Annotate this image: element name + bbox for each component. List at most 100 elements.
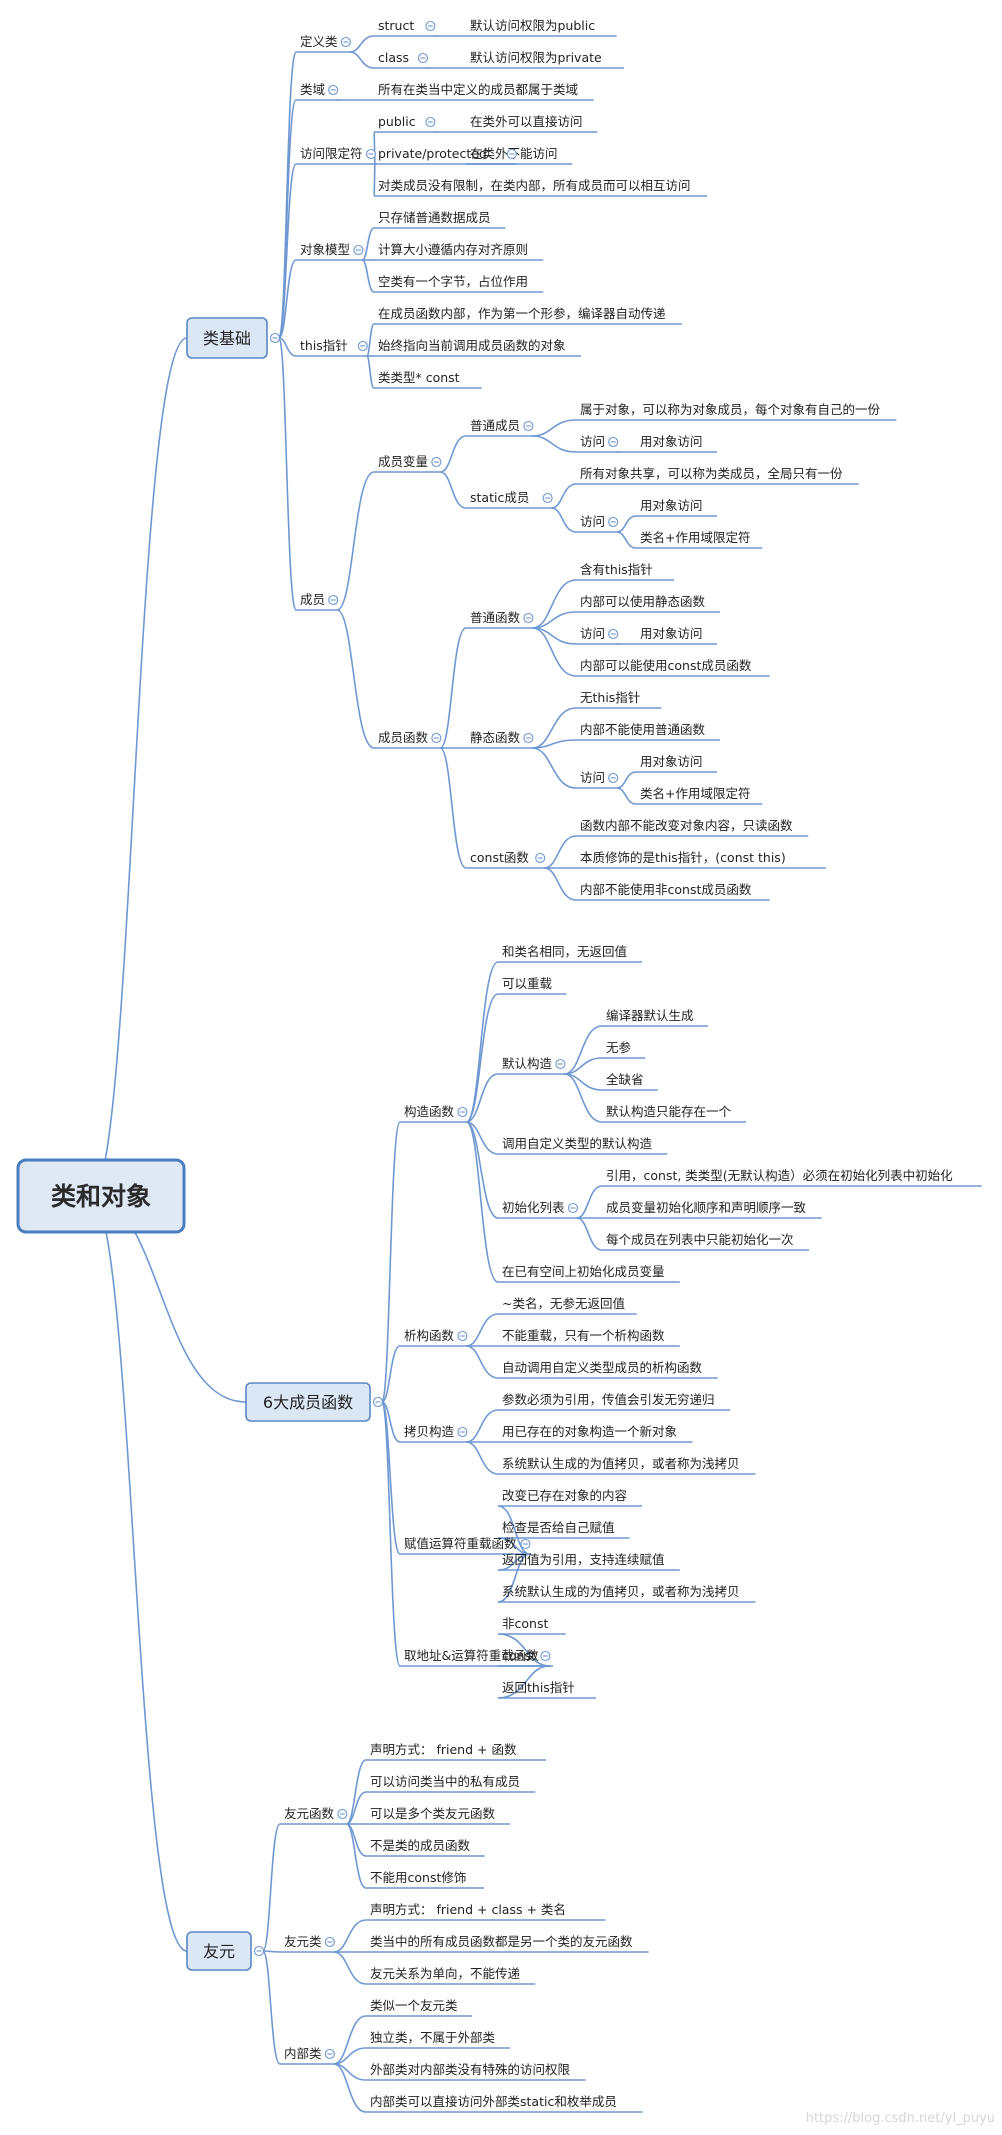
topic-node[interactable]: public <box>378 114 416 129</box>
topic-node[interactable]: 构造函数 <box>404 1104 455 1119</box>
collapse-toggle-icon[interactable] <box>324 2048 335 2060</box>
section-topic-1[interactable]: 6大成员函数 <box>245 1382 371 1422</box>
collapse-toggle-icon[interactable] <box>608 772 619 784</box>
collapse-toggle-icon[interactable] <box>523 612 534 624</box>
collapse-toggle-icon[interactable] <box>425 20 436 32</box>
topic-node[interactable]: 友元函数 <box>284 1806 335 1821</box>
collapse-toggle-icon[interactable] <box>542 492 553 504</box>
topic-node[interactable]: 普通函数 <box>470 610 521 625</box>
topic-node[interactable]: 调用自定义类型的默认构造 <box>502 1136 653 1151</box>
topic-node[interactable]: private/protected <box>378 146 487 161</box>
topic-node[interactable]: 用对象访问 <box>640 434 703 449</box>
topic-node[interactable]: 声明方式： friend + class + 类名 <box>370 1902 566 1917</box>
topic-node[interactable]: 对象模型 <box>300 242 350 257</box>
section-topic-2[interactable]: 友元 <box>186 1931 252 1971</box>
topic-node[interactable]: 声明方式： friend + 函数 <box>370 1742 517 1757</box>
topic-node[interactable]: const函数 <box>470 850 529 865</box>
topic-node[interactable]: 默认访问权限为private <box>470 50 602 65</box>
topic-node[interactable]: 每个成员在列表中只能初始化一次 <box>606 1232 794 1247</box>
topic-node[interactable]: 全缺省 <box>606 1072 644 1087</box>
collapse-toggle-icon[interactable] <box>328 594 339 606</box>
collapse-toggle-icon[interactable] <box>357 340 368 352</box>
topic-node[interactable]: 内部不能使用普通函数 <box>580 722 706 737</box>
topic-node[interactable]: 成员变量初始化顺序和声明顺序一致 <box>606 1200 807 1215</box>
collapse-toggle-icon[interactable] <box>417 52 429 64</box>
topic-node[interactable]: 在类外可以直接访问 <box>470 114 583 129</box>
topic-node[interactable]: 含有this指针 <box>580 562 653 577</box>
topic-node[interactable]: 返回值为引用，支持连续赋值 <box>502 1552 665 1567</box>
topic-node[interactable]: 赋值运算符重载函数 <box>404 1536 517 1551</box>
topic-node[interactable]: ~类名，无参无返回值 <box>502 1296 625 1311</box>
topic-node[interactable]: 类名+作用域限定符 <box>640 786 750 801</box>
topic-node[interactable]: static成员 <box>470 490 529 505</box>
collapse-toggle-icon[interactable] <box>431 456 442 468</box>
collapse-toggle-icon[interactable] <box>457 1426 468 1438</box>
collapse-toggle-icon[interactable] <box>523 732 534 744</box>
topic-node[interactable]: 独立类，不属于外部类 <box>370 2030 496 2045</box>
topic-node[interactable]: 属于对象，可以称为对象成员，每个对象有自己的一份 <box>580 402 881 417</box>
collapse-toggle-icon[interactable] <box>608 516 619 528</box>
topic-node[interactable]: 类类型* const <box>378 370 460 385</box>
topic-node[interactable]: 在成员函数内部，作为第一个形参，编译器自动传递 <box>378 306 666 321</box>
topic-node[interactable]: 始终指向当前调用成员函数的对象 <box>378 338 566 353</box>
collapse-toggle-icon[interactable] <box>540 1650 551 1662</box>
topic-node[interactable]: 可以重载 <box>502 976 553 991</box>
topic-node[interactable]: 内部不能使用非const成员函数 <box>580 882 752 897</box>
topic-node[interactable]: 友元关系为单向，不能传递 <box>370 1966 521 1981</box>
topic-node[interactable]: 用对象访问 <box>640 498 703 513</box>
topic-node[interactable]: 默认访问权限为public <box>470 18 595 33</box>
topic-node[interactable]: 静态函数 <box>470 730 521 745</box>
collapse-toggle-icon[interactable] <box>324 1936 335 1948</box>
collapse-toggle-icon[interactable] <box>340 36 351 48</box>
topic-node[interactable]: 类域 <box>300 82 325 97</box>
collapse-toggle-icon[interactable] <box>523 420 534 432</box>
topic-node[interactable]: 类似一个友元类 <box>370 1998 458 2013</box>
topic-node[interactable]: 可以访问类当中的私有成员 <box>370 1774 520 1789</box>
topic-node[interactable]: 默认构造 <box>502 1056 553 1071</box>
collapse-toggle-icon[interactable] <box>365 148 377 160</box>
topic-node[interactable]: 访问 <box>580 434 605 449</box>
collapse-toggle-icon[interactable] <box>253 1945 265 1957</box>
collapse-toggle-icon[interactable] <box>608 436 619 448</box>
topic-node[interactable]: 成员 <box>300 592 325 607</box>
topic-node[interactable]: 访问 <box>580 514 605 529</box>
topic-node[interactable]: 普通成员 <box>470 418 520 433</box>
topic-node[interactable]: 用对象访问 <box>640 626 703 641</box>
topic-node[interactable]: 不能用const修饰 <box>370 1870 466 1885</box>
collapse-toggle-icon[interactable] <box>353 244 364 256</box>
topic-node[interactable]: 计算大小遵循内存对齐原则 <box>378 242 528 257</box>
root-topic[interactable]: 类和对象 <box>16 1158 186 1234</box>
section-topic-0[interactable]: 类基础 <box>186 317 268 359</box>
topic-node[interactable]: 返回this指针 <box>502 1680 575 1695</box>
topic-node[interactable]: 初始化列表 <box>502 1200 565 1215</box>
topic-node[interactable]: 参数必须为引用，传值会引发无穷递归 <box>502 1392 715 1407</box>
topic-node[interactable]: 析构函数 <box>404 1328 455 1343</box>
collapse-toggle-icon[interactable] <box>506 148 517 160</box>
topic-node[interactable]: 检查是否给自己赋值 <box>502 1520 615 1535</box>
topic-node[interactable]: 系统默认生成的为值拷贝，或者称为浅拷贝 <box>502 1456 740 1471</box>
topic-node[interactable]: class <box>378 50 409 65</box>
topic-node[interactable]: 和类名相同，无返回值 <box>502 944 627 959</box>
topic-node[interactable]: 成员函数 <box>378 730 429 745</box>
topic-node[interactable]: const <box>502 1648 536 1663</box>
topic-node[interactable]: 内部类 <box>284 2046 322 2061</box>
topic-node[interactable]: 对类成员没有限制，在类内部，所有成员而可以相互访问 <box>378 178 691 193</box>
collapse-toggle-icon[interactable] <box>567 1202 579 1214</box>
topic-node[interactable]: 编译器默认生成 <box>606 1008 694 1023</box>
topic-node[interactable]: 默认构造只能存在一个 <box>606 1104 732 1119</box>
collapse-toggle-icon[interactable] <box>328 84 339 96</box>
topic-node[interactable]: 不是类的成员函数 <box>370 1838 471 1853</box>
topic-node[interactable]: 定义类 <box>300 34 338 49</box>
collapse-toggle-icon[interactable] <box>372 1396 384 1408</box>
topic-node[interactable]: 无this指针 <box>580 690 640 705</box>
topic-node[interactable]: 友元类 <box>284 1934 322 1949</box>
topic-node[interactable]: 成员变量 <box>378 454 428 469</box>
topic-node[interactable]: 类当中的所有成员函数都是另一个类的友元函数 <box>370 1934 633 1949</box>
collapse-toggle-icon[interactable] <box>457 1106 468 1118</box>
collapse-toggle-icon[interactable] <box>425 116 436 128</box>
topic-node[interactable]: 外部类对内部类没有特殊的访问权限 <box>370 2062 571 2077</box>
topic-node[interactable]: 所有在类当中定义的成员都属于类域 <box>378 82 578 97</box>
topic-node[interactable]: 引用，const, 类类型(无默认构造）必须在初始化列表中初始化 <box>606 1168 953 1183</box>
topic-node[interactable]: 类名+作用域限定符 <box>640 530 750 545</box>
topic-node[interactable]: 改变已存在对象的内容 <box>502 1488 627 1503</box>
